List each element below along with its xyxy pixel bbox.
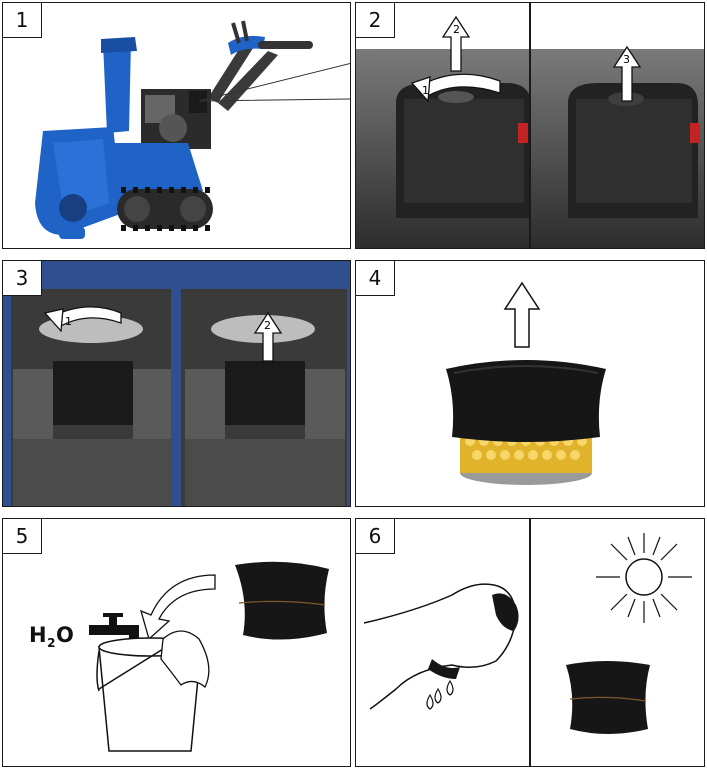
water-label: H2O [29,623,75,651]
rotate-arrow-icon: 1 [43,306,122,333]
foam-filter-image [566,661,650,734]
step-5-panel: 5 H2O [2,518,351,767]
p2-remove-number: 3 [623,53,630,66]
foam-filter-image [235,561,329,640]
up-arrow-icon: 1 2 3 [422,15,642,102]
step-2-label: 2 [356,3,395,38]
step-6-panel: 6 [355,518,705,767]
p3-rotate-number: 1 [65,315,72,328]
up-arrow-icon [503,281,541,348]
cloth-icon [160,630,210,689]
step-3-panel: 3 1 2 [2,260,351,507]
hand-icon [363,583,519,710]
step-6-label: 6 [356,519,395,554]
rotate-arrow-icon [410,73,501,103]
p2-rotate-number: 1 [422,84,429,97]
step-3-label: 3 [3,261,42,296]
sun-icon [596,533,692,623]
snow-blower-image [35,20,350,239]
step-1-label: 1 [3,3,42,38]
step-6-divider [529,519,531,766]
water-drop-icon [426,679,454,710]
p2-lift-number: 2 [453,23,460,36]
filter-element-image [446,360,606,485]
step-4-label: 4 [356,261,395,296]
p3-lift-number: 2 [264,319,271,332]
step-1-panel: 1 [2,2,351,249]
step-2-divider [529,3,531,248]
step-5-label: 5 [3,519,42,554]
filter-housing-image [3,261,350,506]
step-2-panel: 2 1 2 3 [355,2,705,249]
up-arrow-icon: 2 [253,311,283,362]
step-4-panel: 4 [355,260,705,507]
